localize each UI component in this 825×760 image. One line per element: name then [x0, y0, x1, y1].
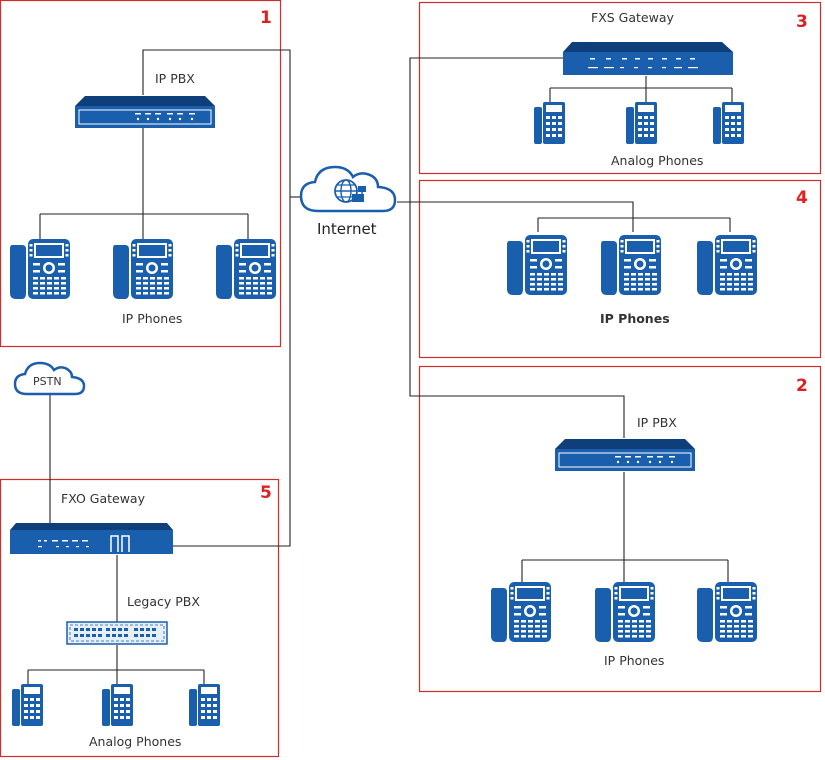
zone-5-border [0, 478, 280, 758]
fxs-gateway-device [563, 42, 733, 75]
zone-5-analog-phone-1 [12, 684, 43, 726]
zone-2-border [418, 365, 822, 693]
zone-4-number: 4 [796, 188, 808, 208]
zone-4-ip-phone-2 [601, 235, 661, 295]
zone-2-phones-label: IP Phones [604, 653, 664, 668]
zone-1-number: 1 [260, 8, 272, 28]
zone-3-analog-phone-2 [626, 102, 657, 144]
zone-1-border [0, 0, 282, 348]
zone-4-phones-label: IP Phones [600, 311, 670, 326]
internet-cloud-icon [299, 165, 397, 213]
zone-1-ip-phone-3 [216, 239, 276, 299]
zone-2-number: 2 [796, 376, 808, 396]
zone-3-number: 3 [796, 12, 808, 32]
zone-5-phones-label: Analog Phones [89, 734, 181, 749]
zone-1-ip-phone-2 [113, 239, 173, 299]
zone-4-border [418, 179, 822, 359]
zone-3-analog-phone-1 [534, 102, 565, 144]
zone-1-pbx-label: IP PBX [155, 71, 195, 86]
zone-5-analog-phone-3 [189, 684, 220, 726]
zone-2-ip-phone-2 [595, 582, 655, 642]
zone-4-ip-phone-1 [507, 235, 567, 295]
zone-2-ip-pbx-device [554, 438, 696, 472]
pstn-cloud-icon [13, 361, 86, 396]
zone-4-ip-phone-3 [697, 235, 757, 295]
zone-2-pbx-label: IP PBX [637, 415, 677, 430]
connection-lines [27, 49, 733, 684]
zone-3-gateway-label: FXS Gateway [591, 10, 674, 25]
zone-2-ip-phone-1 [491, 582, 551, 642]
zone-1-ip-pbx-device [74, 95, 216, 129]
zone-3-border [418, 1, 822, 175]
zone-3-phones-label: Analog Phones [611, 153, 703, 168]
fxo-gateway-device [10, 523, 173, 554]
zone-3-analog-phone-3 [713, 102, 744, 144]
legacy-pbx-device [66, 621, 168, 645]
internet-label: Internet [317, 220, 377, 238]
zone-1-ip-phone-1 [10, 239, 70, 299]
pstn-label: PSTN [33, 375, 62, 388]
zone-5-number: 5 [260, 483, 272, 503]
zone-1-phones-label: IP Phones [122, 311, 182, 326]
zone-5-gateway-label: FXO Gateway [61, 491, 146, 506]
zone-5-analog-phone-2 [102, 684, 133, 726]
zone-2-ip-phone-3 [697, 582, 757, 642]
zone-5-legacy-pbx-label: Legacy PBX [127, 594, 200, 609]
